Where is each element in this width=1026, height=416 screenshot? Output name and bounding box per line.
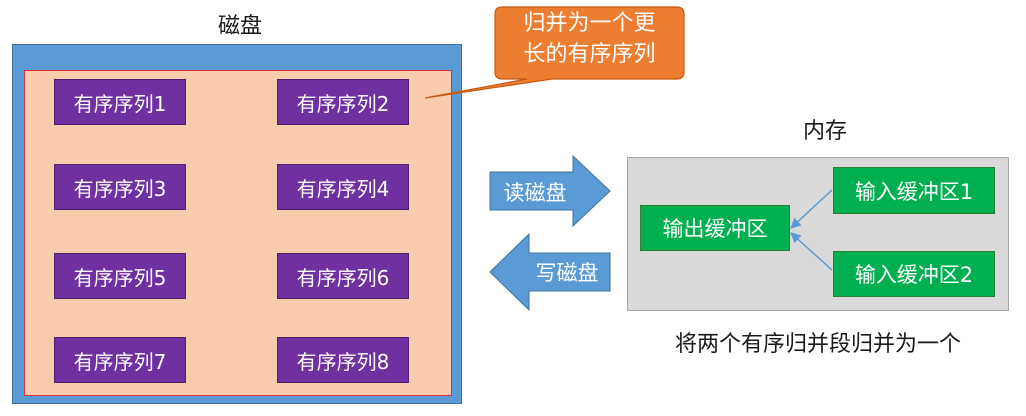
merge-callout-shape (424, 6, 685, 99)
read-disk-arrow (489, 154, 611, 228)
input-buffer-1: 输入缓冲区1 (833, 167, 995, 214)
sequence-box-2: 有序序列2 (277, 79, 409, 125)
sequence-box-8: 有序序列8 (277, 337, 409, 383)
sequence-box-7: 有序序列7 (54, 337, 186, 383)
connector-input2-to-output (790, 232, 833, 271)
memory-title: 内存 (802, 119, 847, 144)
buffer-connectors (790, 189, 833, 271)
sequence-box-1: 有序序列1 (54, 79, 186, 125)
output-buffer: 输出缓冲区 (640, 205, 790, 251)
read-disk-label: 读磁盘 (503, 181, 567, 205)
sequence-box-3: 有序序列3 (54, 164, 186, 210)
sequence-box-4: 有序序列4 (277, 164, 409, 210)
input-buffer-2: 输入缓冲区2 (833, 251, 995, 297)
sequence-box-6: 有序序列6 (277, 253, 409, 299)
memory-caption: 将两个有序归并段归并为一个 (674, 332, 961, 357)
callout-line-1: 归并为一个更 (523, 11, 656, 36)
merge-callout-text: 归并为一个更 长的有序序列 (495, 8, 684, 70)
write-disk-arrow (489, 232, 611, 312)
disk-title: 磁盘 (217, 14, 262, 39)
callout-line-2: 长的有序序列 (523, 42, 656, 67)
write-disk-label: 写磁盘 (535, 261, 599, 285)
sequence-box-5: 有序序列5 (54, 253, 186, 299)
connector-input1-to-output (790, 189, 833, 229)
